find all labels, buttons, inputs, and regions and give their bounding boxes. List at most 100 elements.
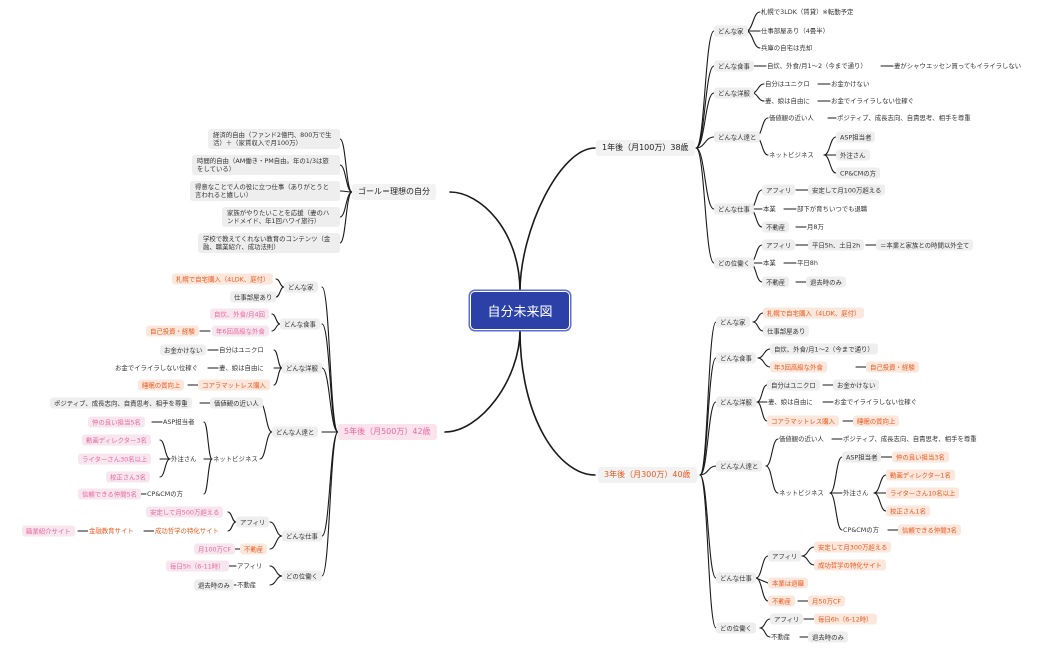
y3-clothes-item[interactable]: 妻、娘は自由に bbox=[768, 398, 813, 406]
y3-people-asp[interactable]: ASP担当者 bbox=[842, 451, 882, 463]
root-topic[interactable]: 自分未来図 bbox=[471, 292, 569, 329]
y3-house[interactable]: どんな家 bbox=[716, 316, 750, 328]
y5-food-sub2[interactable]: 自己投資・経験 bbox=[146, 325, 199, 337]
y3-work-affili[interactable]: アフィリ bbox=[768, 550, 802, 562]
y5-work-affili-sub2[interactable]: 職業紹介サイト bbox=[22, 525, 75, 537]
y5-clothes-item[interactable]: コアラマットレス購入 bbox=[198, 379, 270, 391]
y3-hours-affili[interactable]: アフィリ bbox=[770, 613, 804, 625]
y3-work-affili-item[interactable]: 安定して月300万超える bbox=[814, 541, 892, 553]
y1-people-net-item[interactable]: 外注さん bbox=[836, 149, 870, 161]
y3-clothes-item[interactable]: 自分はユニクロ bbox=[767, 379, 820, 391]
y5-people-asp[interactable]: ASP担当者 bbox=[163, 418, 195, 426]
y5-work-affili-item[interactable]: 成功哲学の特化サイト bbox=[154, 527, 220, 535]
y5-work-affili-item[interactable]: 安定して月500万超える bbox=[146, 506, 224, 518]
y5-food-item[interactable]: 自炊、外食/月4回 bbox=[210, 308, 269, 320]
y1-hours-item[interactable]: アフィリ bbox=[762, 239, 796, 251]
y1-house-item[interactable]: 仕事部屋あり（4畳半） bbox=[761, 27, 829, 35]
y5-people-net[interactable]: ネットビジネス bbox=[213, 455, 258, 463]
y3-people-cp-sub[interactable]: 信頼できる仲間3名 bbox=[898, 524, 962, 536]
y3-food-sub[interactable]: 自己投資・経験 bbox=[866, 361, 919, 373]
y5-people-gaichu-item[interactable]: 動画ディレクター3名 bbox=[82, 434, 151, 446]
y1-clothes-item[interactable]: 自分はユニクロ bbox=[765, 80, 810, 88]
y1-hours-sub2[interactable]: ＝本業と家族との時間以外全て bbox=[876, 239, 974, 251]
y5-clothes-item[interactable]: 自分はユニクロ bbox=[219, 346, 264, 354]
y3-people[interactable]: どんな人達と bbox=[716, 460, 763, 472]
y3-house-item[interactable]: 札幌で自宅購入（4LDK、庭付） bbox=[763, 307, 865, 319]
y1-people-net-item[interactable]: ASP担当者 bbox=[836, 131, 876, 143]
y1-hours-item[interactable]: 不動産 bbox=[762, 276, 790, 288]
y5-work-affili[interactable]: アフィリ bbox=[236, 516, 270, 528]
y1-house-item[interactable]: 札幌で3LDK（賃貸）※転勤予定 bbox=[761, 8, 854, 16]
y3-people-asp-sub[interactable]: 仲の良い担当3名 bbox=[892, 451, 949, 463]
y1-work[interactable]: どんな仕事 bbox=[714, 203, 754, 215]
y5-house-item[interactable]: 仕事部屋あり bbox=[230, 291, 277, 303]
y1-hours-sub[interactable]: 平日5h、土日2h bbox=[808, 239, 865, 251]
y3-food-item[interactable]: 自炊、外食/月1～2（今まで通り） bbox=[770, 343, 878, 355]
y5-people-gaichu-item[interactable]: ライターさん30名以上 bbox=[78, 453, 152, 465]
y5-hours[interactable]: どの位働く bbox=[282, 570, 322, 582]
y1-people-net-item[interactable]: CP&CMの方 bbox=[836, 167, 881, 179]
y1-people-net[interactable]: ネットビジネス bbox=[769, 151, 814, 159]
y3-people-gaichu-item[interactable]: 動画ディレクター1名 bbox=[886, 469, 955, 481]
y5-work[interactable]: どんな仕事 bbox=[282, 530, 322, 542]
y1-food-item[interactable]: 自炊、外食/月1～2（今まで通り） bbox=[767, 62, 867, 70]
y5-food[interactable]: どんな食事 bbox=[280, 318, 320, 330]
y3-people-gaichu-item[interactable]: ライターさん10名以上 bbox=[886, 487, 960, 499]
y5-house-item[interactable]: 札幌で自宅購入（4LDK、庭付） bbox=[172, 273, 274, 285]
y3-people-net[interactable]: ネットビジネス bbox=[779, 489, 824, 497]
y3-clothes-sub[interactable]: 睡眠の質向上 bbox=[853, 415, 900, 427]
y5-clothes-item[interactable]: 妻、娘は自由に bbox=[219, 364, 264, 372]
y3-clothes-item[interactable]: コアラマットレス購入 bbox=[767, 415, 839, 427]
y5-clothes-sub[interactable]: 睡眠の質向上 bbox=[138, 379, 185, 391]
y1-hours-sub[interactable]: 平日8h bbox=[797, 259, 818, 267]
y1-house[interactable]: どんな家 bbox=[714, 25, 748, 37]
y5-people[interactable]: どんな人達と bbox=[272, 426, 319, 438]
y1-clothes-sub[interactable]: お金でイライラしない位稼ぐ bbox=[831, 97, 915, 105]
branch-goal[interactable]: ゴール＝理想の自分 bbox=[352, 184, 436, 200]
y1-food-sub[interactable]: 妻がシャウエッセン買ってもイライラしない bbox=[894, 62, 1022, 70]
y3-food[interactable]: どんな食事 bbox=[716, 352, 756, 364]
y3-people-cp[interactable]: CP&CMの方 bbox=[843, 526, 880, 534]
y5-people-cp-sub[interactable]: 信頼できる仲間5名 bbox=[78, 488, 142, 500]
y3-clothes-sub[interactable]: お金でイライラしない位稼ぐ bbox=[834, 398, 918, 406]
y5-people-gaichu[interactable]: 外注さん bbox=[171, 455, 197, 463]
y1-clothes[interactable]: どんな洋服 bbox=[714, 87, 754, 99]
y1-hours-item[interactable]: 本業 bbox=[763, 259, 776, 267]
y5-work-fudosan-sub[interactable]: 月100万CF bbox=[194, 543, 236, 555]
y1-people-values-sub[interactable]: ポジティブ、成長志向、自責思考、相手を尊重 bbox=[837, 114, 971, 122]
y1-house-item[interactable]: 兵庫の自宅は売却 bbox=[761, 44, 813, 52]
y3-work-fudosan[interactable]: 不動産 bbox=[768, 595, 796, 607]
y1-work-item[interactable]: アフィリ bbox=[762, 184, 796, 196]
y3-food-item[interactable]: 年3回高級な外食 bbox=[770, 361, 827, 373]
y5-clothes[interactable]: どんな洋服 bbox=[282, 362, 322, 374]
y5-people-values-sub[interactable]: ポジティブ、成長志向、自責思考、相手を尊重 bbox=[50, 397, 192, 409]
y3-work-fudosan-sub[interactable]: 月50万CF bbox=[808, 595, 846, 607]
y3-people-values-sub[interactable]: ポジティブ、成長志向、自責思考、相手を尊重 bbox=[843, 435, 977, 443]
y5-work-affili-sub[interactable]: 金融教育サイト bbox=[88, 527, 135, 535]
y3-house-item[interactable]: 仕事部屋あり bbox=[763, 325, 810, 337]
y5-hours-affili-sub[interactable]: 毎日5h（6-11時） bbox=[166, 560, 229, 572]
y5-food-item2[interactable]: 年6回高級な外食 bbox=[212, 325, 269, 337]
y1-work-sub[interactable]: 安定して月100万超える bbox=[808, 184, 886, 196]
y1-work-sub[interactable]: 部下が育ちいつでも退職 bbox=[797, 205, 868, 213]
y5-clothes-sub[interactable]: お金でイライラしない位稼ぐ bbox=[115, 364, 199, 372]
y3-work-honsyo[interactable]: 本業は退職 bbox=[768, 577, 808, 589]
y5-hours-fudosan-sub[interactable]: 退去時のみ bbox=[194, 579, 234, 591]
y1-clothes-item[interactable]: 妻、娘は自由に bbox=[765, 97, 810, 105]
y5-clothes-sub[interactable]: お金かけない bbox=[160, 344, 207, 356]
y5-work-fudosan[interactable]: 不動産 bbox=[240, 543, 268, 555]
goal-item[interactable]: 経済的自由（ファンド2億円、800万で生活）＋（家賃収入で月100万） bbox=[208, 129, 340, 149]
y1-work-item[interactable]: 本業 bbox=[763, 205, 776, 213]
y5-people-gaichu-item[interactable]: 校正さん3名 bbox=[106, 471, 151, 483]
branch-3-year[interactable]: 3年後（月300万）40歳 bbox=[598, 467, 697, 483]
y5-hours-affili[interactable]: アフィリ bbox=[237, 562, 263, 570]
y3-work-affili-item[interactable]: 成功哲学の特化サイト bbox=[814, 559, 886, 571]
y1-people-values[interactable]: 価値観の近い人 bbox=[769, 114, 814, 122]
y3-hours-fudosan-sub[interactable]: 退去時のみ bbox=[808, 631, 848, 643]
goal-item[interactable]: 学校で教えてくれない教育のコンテンツ（金融、職業紹介、成功法則） bbox=[198, 233, 340, 253]
y1-hours[interactable]: どの位働く bbox=[714, 257, 754, 269]
y3-hours[interactable]: どの位働く bbox=[716, 622, 756, 634]
branch-1-year[interactable]: 1年後（月100万）38歳 bbox=[596, 140, 695, 156]
y1-food[interactable]: どんな食事 bbox=[714, 60, 754, 72]
y3-hours-affili-sub[interactable]: 毎日6h（6-12時） bbox=[814, 613, 877, 625]
